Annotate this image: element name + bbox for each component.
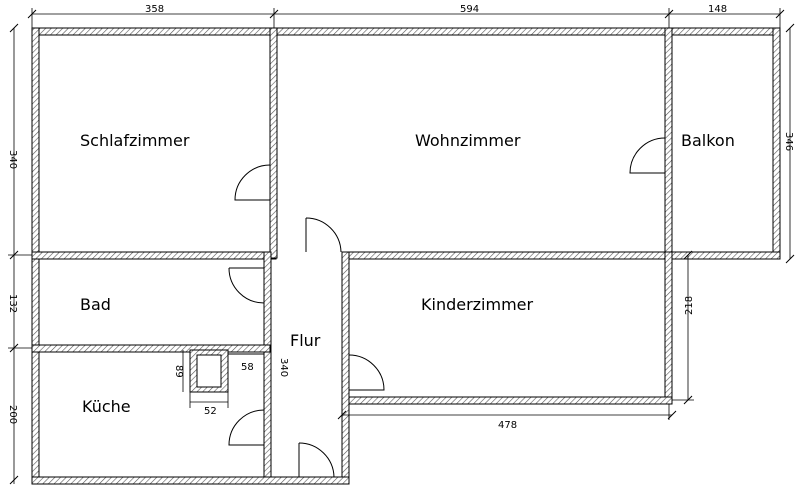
door-entrance-arc [298, 442, 335, 478]
door-schlaf-arc [234, 164, 271, 201]
dim-top-right: 148 [708, 4, 727, 15]
room-label-wohnzimmer: Wohnzimmer [415, 131, 521, 150]
dim-shaft-height: 89 [173, 365, 184, 378]
door-kueche-arc [228, 409, 265, 446]
wall-schlaf-bottom [31, 251, 277, 260]
room-label-balkon: Balkon [681, 131, 735, 150]
shaft-inner [196, 354, 222, 388]
dim-shaft-side: 58 [241, 362, 254, 373]
room-label-flur: Flur [290, 331, 321, 350]
room-label-schlafzimmer: Schlafzimmer [80, 131, 190, 150]
dim-right-kinder: 218 [684, 296, 695, 315]
dim-top-middle: 594 [460, 4, 479, 15]
door-balkon-arc [629, 137, 666, 174]
door-kinder-arc [348, 354, 385, 391]
room-label-kueche: Küche [82, 397, 131, 416]
door-wohn-arc [305, 217, 342, 253]
room-label-kinderzimmer: Kinderzimmer [421, 295, 534, 314]
dim-left-middle: 132 [7, 294, 18, 313]
dim-right-balkon: 346 [783, 132, 794, 151]
wall-kinder-right [664, 251, 673, 405]
wall-flur-left [263, 251, 272, 485]
doors [228, 137, 666, 478]
room-label-bad: Bad [80, 295, 111, 314]
wall-wohn-balkon [664, 27, 673, 260]
dim-shaft-width: 52 [204, 406, 217, 417]
wall-flur-right [341, 251, 350, 485]
wall-bottom [31, 476, 350, 485]
door-bad-arc [228, 267, 265, 304]
dim-left-bottom: 200 [7, 405, 18, 424]
wall-bad-kueche [31, 344, 271, 353]
wall-wohn-bottom [341, 251, 781, 260]
dim-top-left: 358 [145, 4, 164, 15]
walls [31, 27, 781, 485]
room-labels: Schlafzimmer Wohnzimmer Balkon Bad Küche… [80, 131, 735, 416]
dim-flur-width: 340 [278, 358, 289, 377]
dimension-labels: 358 594 148 340 132 200 346 218 478 340 … [7, 4, 794, 431]
wall-right-balkon [772, 27, 781, 260]
dim-left-top: 340 [7, 150, 18, 169]
dimension-lines [8, 8, 795, 485]
shaft [189, 349, 264, 393]
wall-kinder-bottom [341, 396, 673, 405]
wall-schlaf-wohn [269, 27, 278, 259]
dim-bottom-kinder: 478 [498, 420, 517, 431]
